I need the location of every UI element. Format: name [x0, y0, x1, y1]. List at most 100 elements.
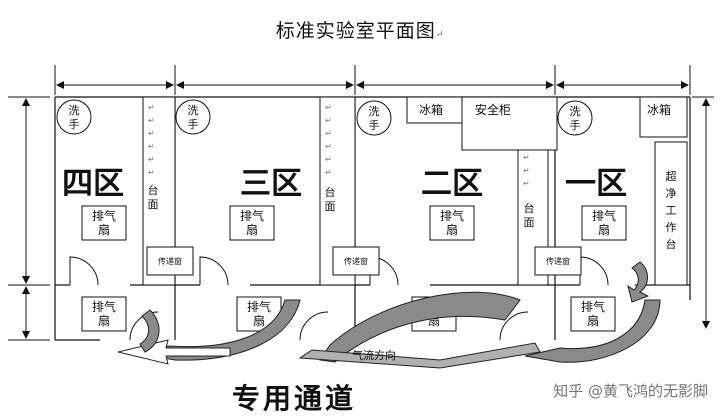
equipment-labels: 冰箱 安全柜 冰箱 — [419, 102, 671, 117]
wash-label-zone1-a: 洗 — [570, 105, 581, 118]
wash-basin-zone3 — [175, 99, 211, 135]
room-fan-label-zone2-a: 排气 — [440, 208, 464, 223]
zone-name-1: 一区 — [565, 166, 627, 202]
safety-cabinet-label: 安全柜 — [475, 102, 511, 117]
paragraph-mark-0-0: ↵ — [148, 103, 155, 112]
corridor-fan-label-2a: 排气 — [247, 299, 271, 314]
wash-basin-zone1 — [557, 100, 593, 136]
equipment-boxes — [406, 96, 688, 151]
paragraph-marks: ↵↵↵↵↵↵↵↵↵↵↵↵↵↵↵ — [148, 103, 530, 188]
fridge-label-zone2: 冰箱 — [419, 102, 443, 117]
corridor-fan-label-4b: 扇 — [587, 313, 599, 328]
pass-box-zone4 — [146, 246, 194, 276]
airflow-arrow-band-1 — [298, 342, 541, 369]
bench-label-zone4-a: 台 — [148, 183, 159, 197]
wash-label-zone2-b: 手 — [369, 118, 380, 132]
zone-name-4: 四区 — [62, 166, 124, 202]
airflow-arrow-curve-3 — [524, 299, 661, 363]
room-fan-label-zone4-b: 扇 — [98, 222, 110, 237]
wash-basin-zone2 — [356, 100, 392, 136]
wash-label-zone4-a: 洗 — [69, 104, 80, 117]
watermark: 知乎 @黄飞鸿的无影脚 — [553, 382, 708, 400]
pass-boxes — [146, 246, 582, 276]
paragraph-mark-1-2: ↵ — [325, 129, 332, 138]
room-fan-label-zone1-a: 排气 — [592, 208, 616, 223]
corridor-fan-label-1a: 排气 — [92, 299, 116, 314]
paragraph-mark-0-5: ↵ — [148, 168, 155, 177]
fridge-zone2 — [406, 96, 463, 124]
safety-cabinet-zone2 — [461, 96, 558, 151]
paragraph-mark-1-5: ↵ — [325, 168, 332, 177]
corridor-exhaust-fans — [81, 296, 616, 332]
paragraph-mark-0-3: ↵ — [148, 142, 155, 151]
wash-label-zone4-b: 手 — [69, 117, 80, 131]
pass-box-zone3 — [332, 246, 380, 276]
wash-labels: 洗 手 洗 手 洗 手 洗 手 — [69, 104, 581, 132]
title-paragraph-mark: ↵ — [435, 30, 445, 40]
bench-label-zone3-b: 面 — [325, 200, 336, 213]
wash-label-zone3-a: 洗 — [188, 104, 199, 117]
paragraph-mark-1-1: ↵ — [325, 116, 332, 125]
paragraph-mark-0-4: ↵ — [148, 155, 155, 164]
room-fan-labels: 排气 扇 排气 扇 排气 扇 排气 扇 — [92, 208, 616, 237]
wash-label-zone3-b: 手 — [188, 117, 199, 131]
airflow-arrow-small-zone1 — [627, 261, 650, 303]
pass-box-label-zone3: 传递窗 — [344, 256, 368, 266]
paragraph-mark-2-2: ↵ — [523, 179, 530, 188]
corridor-fan-1 — [81, 296, 127, 332]
bench-labels: 台 面 台 面 台 面 — [148, 183, 535, 229]
room-fan-zone1 — [581, 205, 627, 241]
corridor-fan-label-4a: 排气 — [581, 299, 605, 314]
pass-box-label-zone2: 传递窗 — [546, 256, 570, 266]
clean-bench-char-1: 净 — [666, 186, 677, 200]
zone-name-2: 二区 — [421, 166, 483, 202]
corridor-label: 专用通道 — [232, 382, 357, 415]
paragraph-mark-0-2: ↵ — [148, 129, 155, 138]
pass-box-labels: 传递窗 传递窗 传递窗 — [158, 256, 570, 266]
airflow-arrow-curve-4 — [139, 309, 160, 353]
left-dimension-line — [8, 96, 50, 341]
paragraph-mark-1-3: ↵ — [325, 142, 332, 151]
bench-label-zone4-b: 面 — [148, 198, 159, 211]
bench-label-zone3-a: 台 — [325, 185, 336, 199]
room-fan-label-zone3-b: 扇 — [246, 222, 258, 237]
corridor-fan-label-1b: 扇 — [98, 313, 110, 328]
wash-basin-zone4 — [56, 99, 92, 135]
page-title: 标准实验室平面图↵ — [0, 16, 720, 43]
clean-bench-char-4: 台 — [666, 237, 677, 251]
room-fan-zone3 — [229, 205, 275, 241]
right-dimension-line — [692, 96, 714, 329]
paragraph-mark-0-1: ↵ — [148, 116, 155, 125]
corridor-fan-label-2b: 扇 — [253, 313, 265, 328]
fridge-zone1 — [639, 96, 688, 138]
airflow-arrowhead-left — [117, 339, 231, 365]
bench-label-zone2-b: 面 — [524, 216, 535, 229]
title-text: 标准实验室平面图 — [275, 20, 436, 42]
room-fan-zone4 — [81, 205, 127, 241]
airflow-arrows — [117, 261, 661, 369]
room-fan-zone2 — [429, 205, 475, 241]
airflow-arrow-curve-1 — [319, 291, 521, 363]
pass-box-label-zone4: 传递窗 — [158, 256, 182, 266]
wash-label-zone2-a: 洗 — [369, 105, 380, 118]
room-fan-label-zone4-a: 排气 — [92, 208, 116, 223]
fridge-label-zone1: 冰箱 — [647, 102, 671, 117]
paragraph-mark-2-1: ↵ — [523, 166, 530, 175]
paragraph-mark-1-4: ↵ — [325, 155, 332, 164]
bench-label-zone2-a: 台 — [524, 201, 535, 215]
airflow-label: 气流方向 — [352, 348, 396, 362]
clean-bench-char-3: 作 — [666, 221, 677, 234]
clean-bench-zone1 — [654, 141, 688, 286]
room-fan-label-zone1-b: 扇 — [598, 222, 610, 237]
pass-box-zone2 — [534, 246, 582, 276]
wash-label-zone1-b: 手 — [570, 118, 581, 132]
zone-name-3: 三区 — [240, 166, 302, 202]
top-dimension-line — [54, 65, 691, 95]
paragraph-mark-1-0: ↵ — [325, 103, 332, 112]
clean-bench-char-0: 超 — [666, 169, 677, 183]
room-fan-label-zone3-a: 排气 — [240, 208, 264, 223]
wash-basins — [56, 99, 593, 136]
